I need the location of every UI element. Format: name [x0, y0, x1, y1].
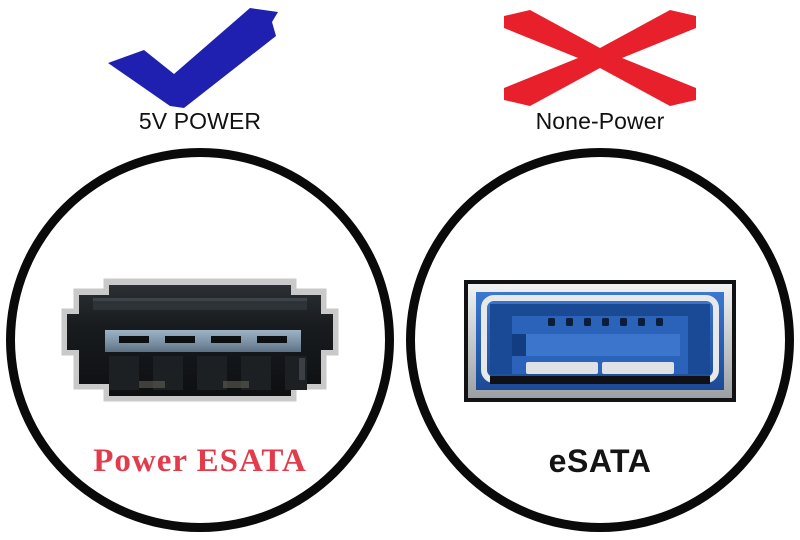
connector-label-power-esata: Power ESATA: [93, 443, 307, 479]
oval-outline-esata: [406, 148, 794, 532]
panel-esata: None-Power: [400, 0, 800, 540]
connector-label-esata: eSATA: [548, 443, 652, 479]
verdict-caption-esata: None-Power: [535, 108, 665, 134]
power-esata-connector-icon: [47, 268, 353, 420]
panel-power-esata: 5V POWER: [6, 6, 394, 532]
oval-outline-power: [6, 148, 394, 532]
verdict-caption-power: 5V POWER: [138, 108, 262, 134]
check-mark-icon: [100, 6, 300, 110]
esata-connector-icon: [462, 278, 738, 404]
cross-mark-icon: [500, 6, 700, 110]
